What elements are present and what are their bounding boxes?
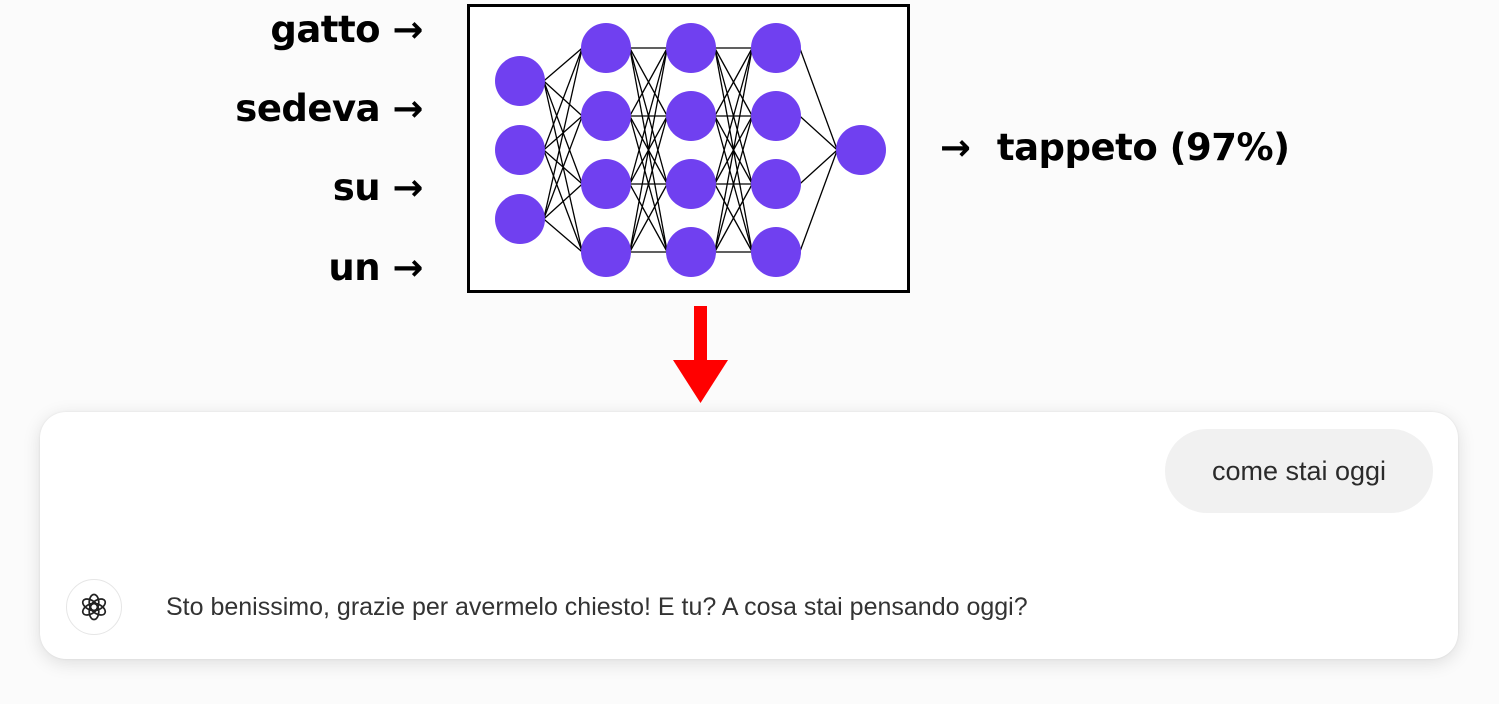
hidden-node — [581, 23, 631, 73]
output-token: tappeto — [996, 126, 1158, 169]
assistant-message-text: Sto benissimo, grazie per avermelo chies… — [166, 592, 1028, 621]
network-edge — [799, 115, 838, 151]
hidden-node — [751, 227, 801, 277]
input-token-un: un → — [328, 249, 423, 286]
network-edge — [714, 115, 753, 253]
hidden-node — [666, 23, 716, 73]
network-edge — [714, 47, 753, 185]
hidden-node — [666, 159, 716, 209]
input-token-gatto: gatto → — [270, 11, 423, 48]
output-node — [836, 125, 886, 175]
input-token-su: su → — [332, 166, 424, 209]
network-edge — [543, 47, 583, 82]
hidden-node — [666, 91, 716, 141]
output-probability: (97%) — [1169, 126, 1290, 169]
network-edge — [543, 47, 583, 220]
network-edge — [629, 47, 668, 117]
hidden-node — [751, 23, 801, 73]
neural-network-graph — [495, 23, 886, 277]
input-node — [495, 125, 545, 175]
network-edge — [714, 183, 753, 253]
network-edge — [629, 47, 668, 253]
network-edge — [799, 149, 838, 185]
network-edge — [543, 47, 583, 151]
input-node — [495, 56, 545, 106]
input-token-sedeva: sedeva → — [235, 90, 423, 127]
input-node — [495, 194, 545, 244]
hidden-node — [751, 91, 801, 141]
network-edge — [543, 115, 583, 220]
openai-logo-icon — [81, 593, 107, 621]
network-edge — [799, 149, 838, 253]
right-arrow-icon: → — [392, 246, 423, 289]
input-token-text: su — [332, 166, 381, 209]
chat-conversation: come stai oggi Sto benissimo, grazie per… — [40, 412, 1458, 659]
right-arrow-icon: → — [940, 126, 971, 169]
assistant-avatar — [66, 579, 122, 635]
right-arrow-icon: → — [392, 166, 423, 209]
network-edge — [799, 47, 838, 151]
input-token-text: gatto — [270, 8, 381, 51]
output-prediction: → tappeto (97%) — [940, 129, 1290, 166]
network-edge — [629, 183, 668, 253]
hidden-node — [751, 159, 801, 209]
user-message-bubble: come stai oggi — [1165, 429, 1433, 513]
network-edge — [714, 47, 753, 253]
hidden-node — [581, 159, 631, 209]
right-arrow-icon: → — [392, 8, 423, 51]
hidden-node — [581, 91, 631, 141]
network-edge — [543, 218, 583, 253]
network-edge — [629, 47, 668, 185]
neural-network-diagram — [467, 4, 910, 293]
input-token-text: sedeva — [235, 87, 381, 130]
right-arrow-icon: → — [392, 87, 423, 130]
network-edge — [543, 183, 583, 220]
hidden-node — [581, 227, 631, 277]
down-arrow-icon — [673, 306, 728, 403]
hidden-node — [666, 227, 716, 277]
network-edge — [629, 115, 668, 253]
user-message-text: come stai oggi — [1211, 455, 1387, 486]
input-token-text: un — [328, 246, 381, 289]
assistant-message: Sto benissimo, grazie per avermelo chies… — [66, 578, 1028, 636]
network-edge — [714, 47, 753, 117]
